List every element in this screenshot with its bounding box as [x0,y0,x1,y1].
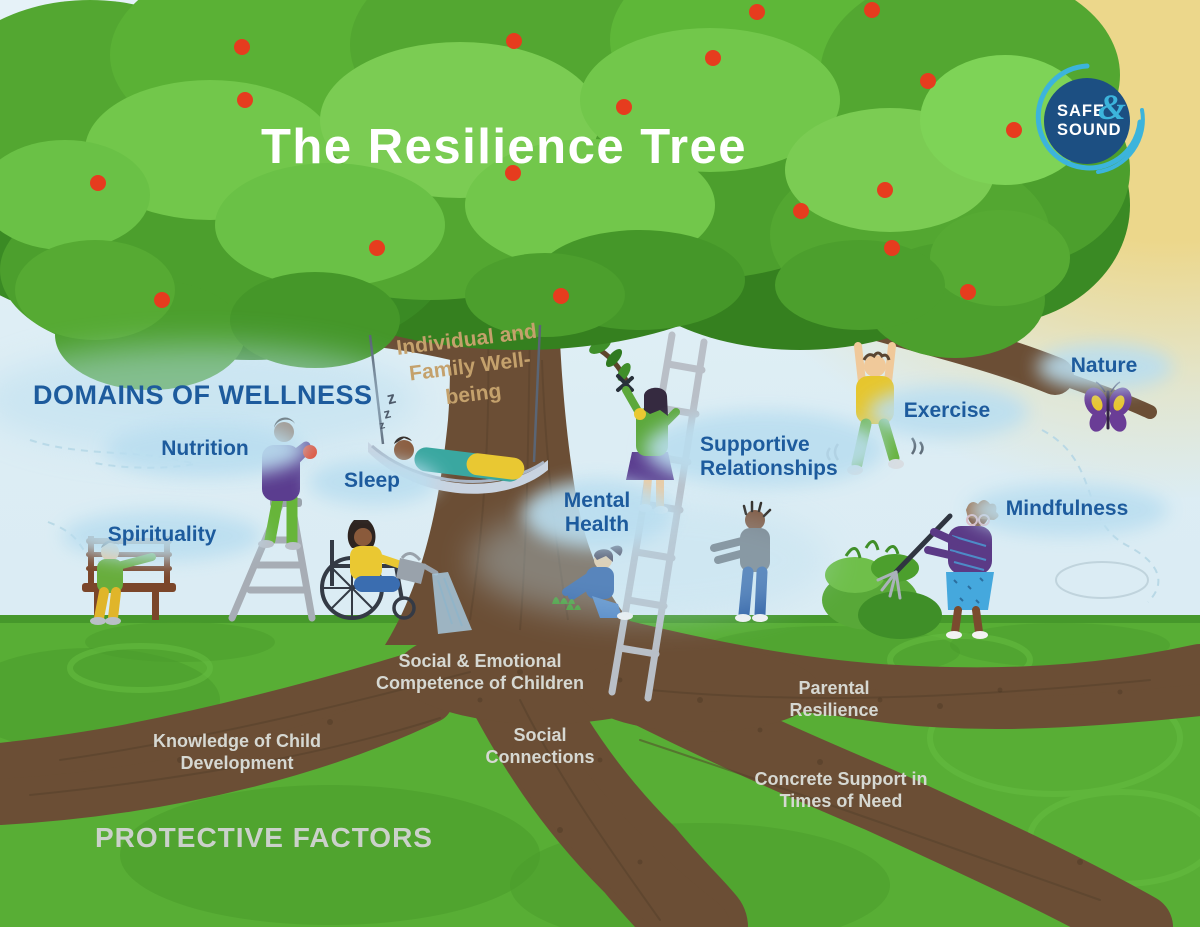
label-social-connections: Social Connections [485,725,595,767]
roots [0,612,1200,927]
protective-factors-heading: PROTECTIVE FACTORS [95,822,433,853]
label-parental-resilience: Parental Resilience [789,678,879,720]
logo-ampersand: & [1098,87,1127,127]
rake-icon [876,513,953,600]
tree-canopy [0,0,1130,390]
label-knowledge-child-development: Knowledge of Child Development [153,731,321,773]
logo-text-safe: SAFE [1057,102,1106,121]
label-exercise: Exercise [903,398,991,422]
label-nature: Nature [1070,353,1138,377]
person-in-wheelchair-watering-tree [320,520,472,634]
label-nutrition: Nutrition [161,436,249,460]
logo-disc: SAFE SOUND [1044,78,1130,164]
domains-of-wellness-heading: DOMAINS OF WELLNESS [33,380,373,410]
label-cloud-washes [0,344,1173,620]
label-spirituality: Spirituality [107,522,217,546]
pruning-shears-icon [616,374,634,392]
wind-loop [1055,561,1149,599]
label-mental-health: Mental Health [563,488,631,536]
butterfly-icon [1084,381,1132,432]
label-sleep: Sleep [343,468,401,492]
page-title: The Resilience Tree [260,119,748,174]
logo-ring [1035,63,1145,174]
safe-and-sound-logo: SAFE SOUND & [1030,60,1150,180]
label-concrete-support: Concrete Support in Times of Need [754,769,928,811]
watering-can-icon [396,552,439,584]
label-mindfulness: Mindfulness [1005,496,1129,520]
apple-icons [90,2,1022,308]
logo-text-sound: SOUND [1057,121,1122,139]
label-social-emotional-competence: Social & Emotional Competence of Childre… [375,651,585,693]
label-supportive-relationships: Supportive Relationships [700,433,838,481]
